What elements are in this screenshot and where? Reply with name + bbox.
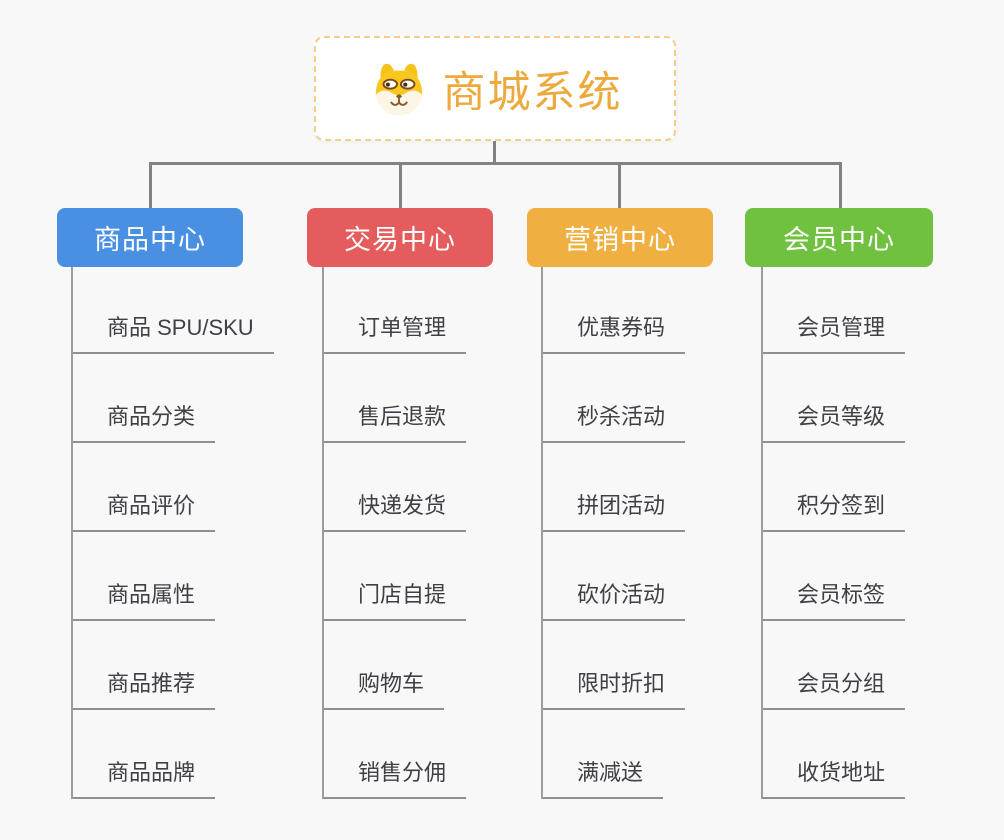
connector-drop-trade — [399, 162, 402, 208]
branch-label: 营销中心 — [564, 225, 676, 255]
leaf-item[interactable]: 秒杀活动 — [543, 401, 686, 443]
leaf-item[interactable]: 会员分组 — [763, 668, 906, 710]
leaf-item[interactable]: 商品评价 — [73, 490, 216, 532]
connector-drop-products — [149, 162, 152, 208]
connector-stem — [493, 141, 496, 164]
leaf-item[interactable]: 商品分类 — [73, 401, 216, 443]
leaf-item[interactable]: 砍价活动 — [543, 579, 686, 621]
connector-drop-marketing — [618, 162, 621, 208]
branch-label: 会员中心 — [783, 225, 895, 255]
leaf-item[interactable]: 订单管理 — [324, 312, 467, 354]
leaf-item[interactable]: 限时折扣 — [543, 668, 686, 710]
leaf-item[interactable]: 购物车 — [324, 668, 445, 710]
branch-box-trade[interactable]: 交易中心 — [307, 208, 493, 267]
leaf-item[interactable]: 会员等级 — [763, 401, 906, 443]
branch-items-marketing: 优惠券码 秒杀活动 拼团活动 砍价活动 限时折扣 满减送 — [541, 267, 686, 799]
leaf-item[interactable]: 商品属性 — [73, 579, 216, 621]
leaf-item[interactable]: 收货地址 — [763, 757, 906, 799]
leaf-item[interactable]: 会员管理 — [763, 312, 906, 354]
leaf-item[interactable]: 优惠券码 — [543, 312, 686, 354]
branch-box-products[interactable]: 商品中心 — [57, 208, 243, 267]
root-title: 商城系统 — [442, 68, 623, 117]
leaf-item[interactable]: 商品推荐 — [73, 668, 216, 710]
leaf-item[interactable]: 积分签到 — [763, 490, 906, 532]
connector-drop-members — [839, 162, 842, 208]
dog-face-icon — [375, 63, 422, 116]
leaf-item[interactable]: 商品品牌 — [73, 757, 216, 799]
branch-label: 商品中心 — [94, 225, 206, 255]
leaf-item[interactable]: 售后退款 — [324, 401, 467, 443]
root-node[interactable]: 商城系统 — [314, 36, 676, 141]
leaf-item[interactable]: 快递发货 — [324, 490, 467, 532]
connector-horizontal — [149, 162, 842, 165]
branch-items-members: 会员管理 会员等级 积分签到 会员标签 会员分组 收货地址 — [761, 267, 906, 799]
branch-box-members[interactable]: 会员中心 — [745, 208, 933, 267]
branch-box-marketing[interactable]: 营销中心 — [527, 208, 713, 267]
branch-items-products: 商品 SPU/SKU 商品分类 商品评价 商品属性 商品推荐 商品品牌 — [71, 267, 274, 799]
branch-items-trade: 订单管理 售后退款 快递发货 门店自提 购物车 销售分佣 — [322, 267, 467, 799]
leaf-item[interactable]: 会员标签 — [763, 579, 906, 621]
leaf-item[interactable]: 门店自提 — [324, 579, 467, 621]
leaf-item[interactable]: 销售分佣 — [324, 757, 467, 799]
leaf-item[interactable]: 拼团活动 — [543, 490, 686, 532]
branch-label: 交易中心 — [344, 225, 456, 255]
leaf-item[interactable]: 满减送 — [543, 757, 664, 799]
leaf-item[interactable]: 商品 SPU/SKU — [73, 312, 274, 354]
